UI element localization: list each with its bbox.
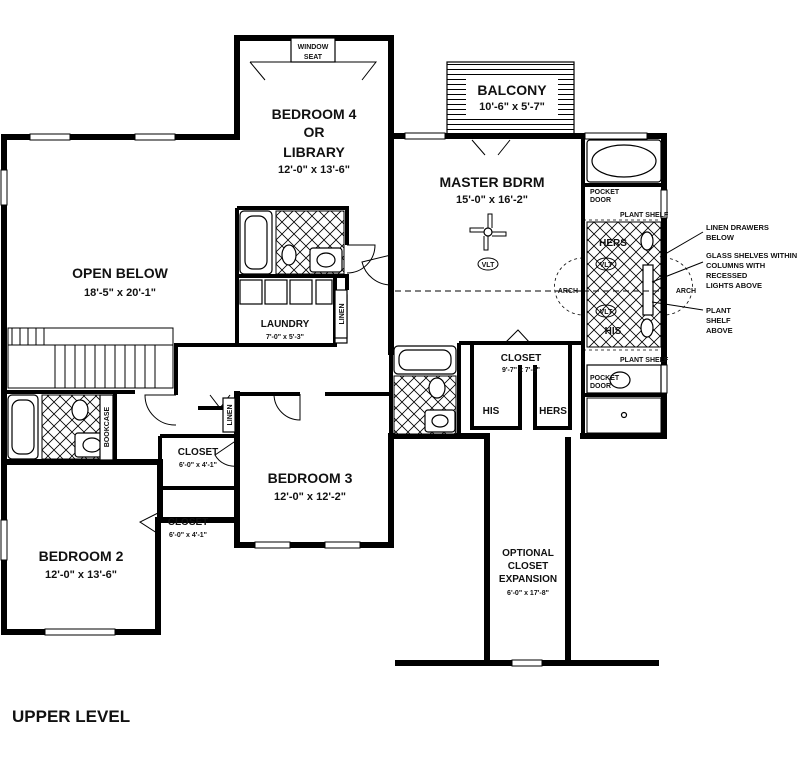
note-glass-shelves-1: GLASS SHELVES WITHIN [706,251,797,260]
plant-shelf-top-label: PLANT SHELF [620,212,669,219]
staircase [7,327,174,389]
level-label: UPPER LEVEL [12,707,130,726]
bedroom2-dims: 12'-0" x 13'-6" [45,569,117,581]
closet-a-name: CLOSET [178,447,219,458]
balcony [446,61,575,135]
hers-closet-label: HERS [539,406,567,417]
note-glass-shelves-2: COLUMNS WITH [706,261,765,270]
optional-closet-dims: 6'-0" x 17'-8" [507,590,549,597]
bedroom4-name-line1: BEDROOM 4 [272,106,357,122]
bedroom4-dims: 12'-0" x 13'-6" [278,164,350,176]
note-plant-shelf-3: ABOVE [706,326,733,335]
window-seat [249,37,378,81]
bath-left [7,394,114,461]
note-glass-shelves-3: RECESSED [706,271,748,280]
bedroom3-dims: 12'-0" x 12'-2" [274,491,346,503]
balcony-name: BALCONY [477,82,547,98]
optional-closet-line2: CLOSET [508,561,549,572]
bedroom3-name: BEDROOM 3 [268,470,353,486]
vault-label-bath-bottom: VLT [600,309,613,316]
bedroom4-name-line2: OR [304,124,325,140]
master-bedroom-dims: 15'-0" x 16'-2" [456,194,528,206]
open-below-dims: 18'-5" x 20'-1" [84,287,156,299]
hall-bath-upper [239,210,345,275]
his-closet-label: HIS [483,406,500,417]
pocket-door-top-line1: POCKET [590,189,620,196]
linen-label-lower: LINEN [227,405,234,426]
note-leaders [651,231,704,311]
master-bedroom-name: MASTER BDRM [440,174,545,190]
master-hall-bath [393,345,457,435]
pocket-door-top-line2: DOOR [590,197,611,204]
plant-shelf-bottom-label: PLANT SHELF [620,357,669,364]
interior-walls [4,136,664,490]
laundry-dims: 7'-0" x 5'-3" [266,334,304,341]
master-closet-dims: 9'-7" x 7'-5" [502,367,540,374]
open-below-name: OPEN BELOW [72,265,168,281]
balcony-dims: 10'-6" x 5'-7" [479,101,545,113]
master-bath [554,139,693,434]
closet-a-dims: 6'-0" x 4'-1" [179,462,217,469]
note-glass-shelves-4: LIGHTS ABOVE [706,281,762,290]
vault-label-master: VLT [482,262,495,269]
optional-closet-line1: OPTIONAL [502,548,554,559]
bookcase-label: BOOKCASE [104,406,111,447]
window-seat-label: WINDOW SEAT [298,44,329,61]
bath-his-label: HIS [605,326,622,337]
ceiling-fan-icon [469,213,507,251]
note-plant-shelf-1: PLANT [706,306,731,315]
note-linen-drawers-2: BELOW [706,233,735,242]
master-closet-name: CLOSET [501,353,542,364]
bedroom4-name-line3: LIBRARY [283,144,345,160]
pocket-door-bottom-line1: POCKET [590,375,620,382]
note-plant-shelf-2: SHELF [706,316,731,325]
linen-label-upper: LINEN [339,304,346,325]
optional-closet-line3: EXPANSION [499,574,557,585]
note-linen-drawers-1: LINEN DRAWERS [706,223,769,232]
linen-closet-upper [334,289,348,339]
arch-label-right: ARCH [676,288,696,295]
arch-label-left: ARCH [558,288,578,295]
windows [0,132,668,667]
pocket-door-bottom-line2: DOOR [590,383,611,390]
window-seat-label-2: SEAT [304,54,323,61]
linen-closet-lower [222,397,236,433]
bath-hers-label: HERS [599,238,627,249]
closet-b-name: CLOSET [168,517,209,528]
closet-b-dims: 6'-0" x 4'-1" [169,532,207,539]
vault-label-bath-top: VLT [600,262,613,269]
laundry-name: LAUNDRY [261,319,310,330]
bedroom2-name: BEDROOM 2 [39,548,124,564]
window-seat-label-1: WINDOW [298,44,329,51]
